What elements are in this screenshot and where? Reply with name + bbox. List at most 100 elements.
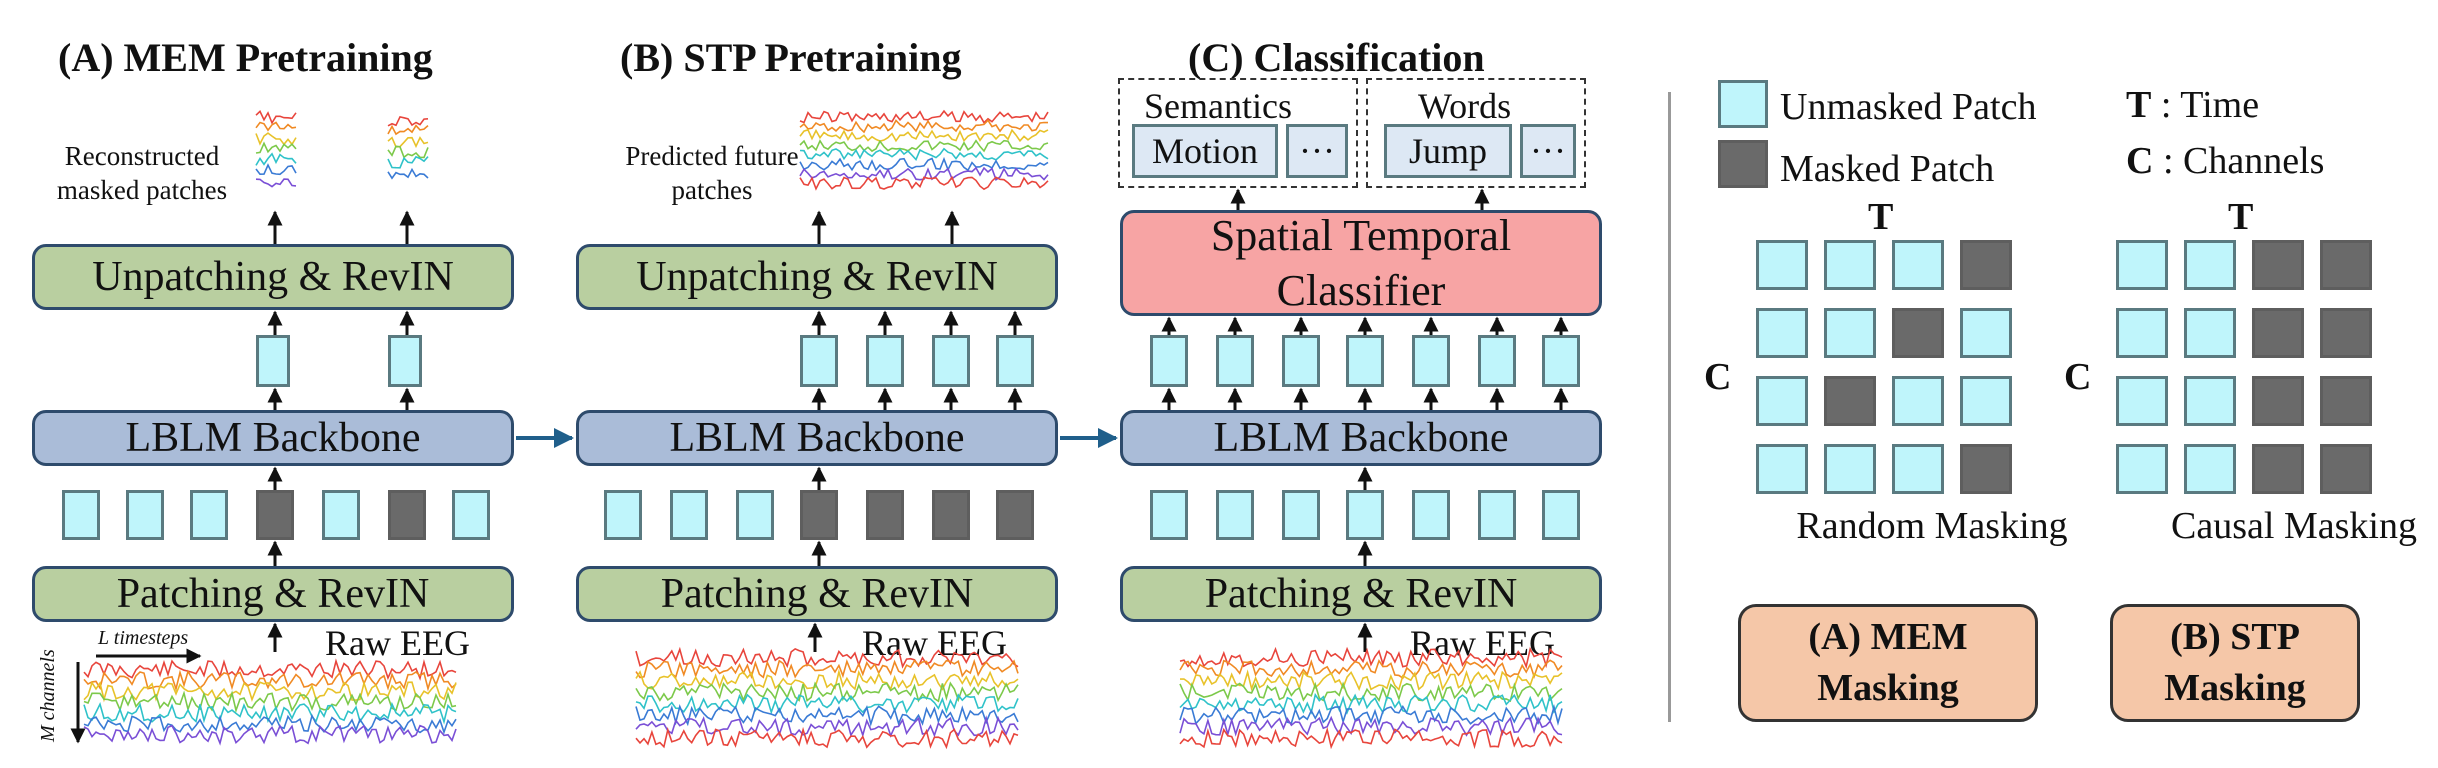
stp-predicted-eeg-trace-3: [799, 128, 1049, 143]
causal-cell-r2-c1: [2116, 308, 2168, 358]
causal-masking-caption: Causal Masking: [2171, 505, 2417, 547]
mem-input-patch-6: [388, 490, 426, 540]
causal-cell-r3-c3: [2252, 376, 2304, 426]
stp-predicted-eeg-trace-1: [799, 109, 1049, 124]
legend-time: T : Time: [2126, 84, 2260, 126]
stp-predicted-eeg-trace-6: [799, 156, 1049, 172]
mem-input-patch-2: [126, 490, 164, 540]
causal-cell-r4-c2: [2184, 444, 2236, 494]
mem-raw-eeg-trace-1: [83, 658, 457, 681]
stp-raw-eeg-trace-7: [635, 715, 1019, 738]
mem-raw-eeg-trace-3: [83, 680, 457, 703]
random-cell-r4-c4: [1960, 444, 2012, 494]
mem-input-patch-1: [62, 490, 100, 540]
cls-raw-eeg-trace-3: [1179, 669, 1563, 692]
mem-recon-eeg-2-trace-2: [387, 124, 429, 136]
cls-output-patch-2: [1216, 335, 1254, 387]
cls-input-patch-6: [1478, 490, 1516, 540]
causal-cell-r1-c3: [2252, 240, 2304, 290]
random-cell-r3-c2: [1824, 376, 1876, 426]
stp-unpatching-box: Unpatching & RevIN: [576, 244, 1058, 310]
stp-input-patch-2: [670, 490, 708, 540]
mem-recon-eeg-2-trace-6: [387, 167, 429, 180]
mem-recon-eeg-1-trace-2: [255, 121, 297, 132]
mem-input-patch-4: [256, 490, 294, 540]
motion-box: Motion: [1132, 124, 1278, 178]
stp-output-patch-4: [996, 335, 1034, 387]
stp-input-patch-5: [866, 490, 904, 540]
panel-divider: [1668, 92, 1671, 722]
mem-input-patch-7: [452, 490, 490, 540]
cls-raw-eeg-trace-6: [1179, 704, 1563, 727]
causal-cell-r3-c4: [2320, 376, 2372, 426]
mem-recon-eeg-1-trace-7: [255, 178, 297, 188]
random-cell-r4-c2: [1824, 444, 1876, 494]
causal-cell-r4-c3: [2252, 444, 2304, 494]
causal-cell-r2-c2: [2184, 308, 2236, 358]
mem-raw-eeg-trace-4: [83, 690, 457, 714]
stp-output-patch-3: [932, 335, 970, 387]
random-cell-r1-c1: [1756, 240, 1808, 290]
mem-raw-eeg-trace-2: [83, 669, 457, 692]
cls-input-patch-4: [1346, 490, 1384, 540]
mem-raw-eeg-trace-7: [83, 724, 457, 746]
mem-recon-eeg-2-trace-1: [387, 115, 429, 127]
cls-input-patch-3: [1282, 490, 1320, 540]
panel-b-title: (B) STP Pretraining: [620, 35, 962, 80]
cls-input-patch-1: [1150, 490, 1188, 540]
mem-output-patch-1: [256, 335, 290, 387]
classifier-box: Spatial Temporal Classifier: [1120, 210, 1602, 316]
mem-input-patch-3: [190, 490, 228, 540]
mem-patching-box: Patching & RevIN: [32, 566, 514, 622]
predicted-label: Predicted future patches: [625, 141, 799, 205]
cls-output-patch-5: [1412, 335, 1450, 387]
panel-c-title: (C) Classification: [1188, 35, 1485, 80]
cls-input-patch-5: [1412, 490, 1450, 540]
stp-predicted-eeg-trace-5: [799, 147, 1049, 161]
random-cell-r3-c3: [1892, 376, 1944, 426]
cls-raw-eeg-trace-4: [1179, 681, 1563, 703]
stp-raw-eeg-trace-6: [635, 703, 1019, 727]
mem-recon-eeg-2-trace-3: [387, 136, 429, 149]
mem-backbone-box: LBLM Backbone: [32, 410, 514, 466]
legend-unmasked-swatch: [1718, 80, 1768, 128]
stp-input-patch-4: [800, 490, 838, 540]
legend-masked-swatch: [1718, 140, 1768, 188]
mem-masking-box: (A) MEM Masking: [1738, 604, 2038, 722]
random-cell-r2-c4: [1960, 308, 2012, 358]
random-cell-r4-c3: [1892, 444, 1944, 494]
cls-raw-eeg-trace-1: [1179, 646, 1563, 670]
mem-recon-eeg-1-trace-6: [255, 163, 297, 176]
legend-unmasked-label: Unmasked Patch: [1780, 86, 2037, 128]
random-grid-c-axis: C: [1704, 356, 1732, 398]
words-group: [1366, 78, 1586, 188]
causal-cell-r3-c1: [2116, 376, 2168, 426]
cls-raw-eeg-trace-5: [1179, 692, 1563, 715]
mem-recon-eeg-2-trace-4: [387, 145, 429, 159]
stp-input-patch-6: [932, 490, 970, 540]
stp-predicted-eeg-trace-2: [799, 119, 1049, 134]
stp-output-patch-2: [866, 335, 904, 387]
stp-input-patch-3: [736, 490, 774, 540]
causal-grid-c-axis: C: [2064, 356, 2092, 398]
mem-recon-eeg-1-trace-1: [255, 110, 297, 125]
random-cell-r1-c3: [1892, 240, 1944, 290]
random-cell-r1-c4: [1960, 240, 2012, 290]
stp-output-patch-1: [800, 335, 838, 387]
cls-input-patch-7: [1542, 490, 1580, 540]
stp-raw-eeg-trace-1: [635, 646, 1019, 669]
jump-box: Jump: [1384, 124, 1512, 178]
cls-raw-eeg-trace-7: [1179, 715, 1563, 738]
mem-output-patch-2: [388, 335, 422, 387]
semantics-group: [1118, 78, 1358, 188]
mem-unpatching-box: Unpatching & RevIN: [32, 244, 514, 310]
mem-raw-eeg-label: Raw EEG: [325, 623, 470, 663]
stp-backbone-box: LBLM Backbone: [576, 410, 1058, 466]
legend-channels: C : Channels: [2126, 140, 2325, 182]
cls-raw-eeg-trace-8: [1179, 726, 1563, 750]
stp-patching-box: Patching & RevIN: [576, 566, 1058, 622]
causal-cell-r1-c4: [2320, 240, 2372, 290]
causal-cell-r2-c3: [2252, 308, 2304, 358]
